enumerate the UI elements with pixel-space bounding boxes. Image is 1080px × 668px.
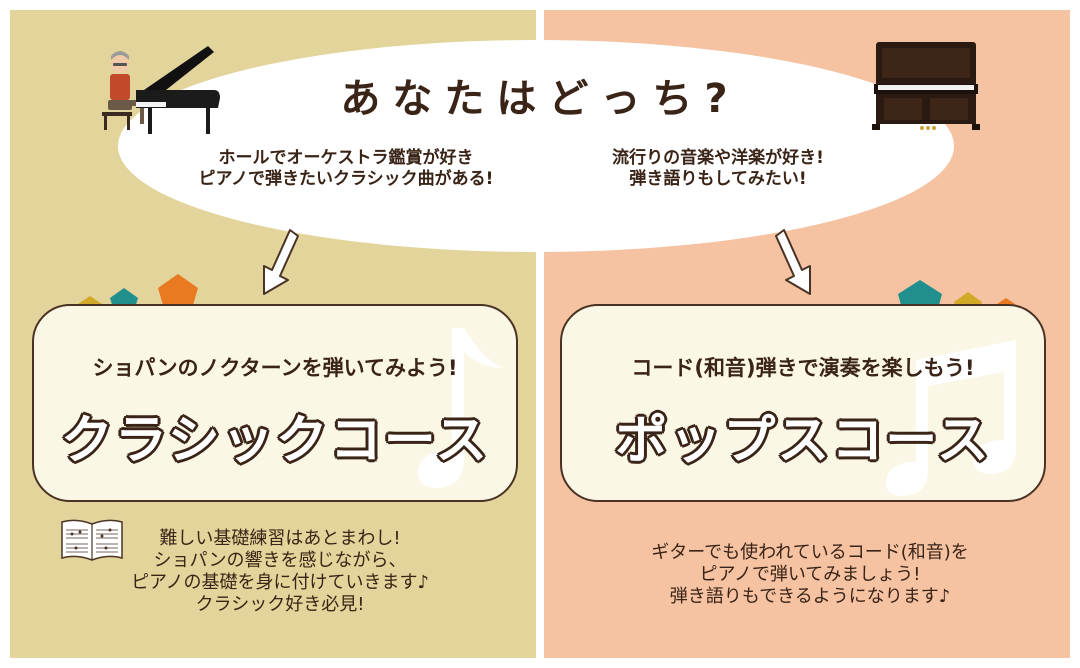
pops-headline: コード(和音)弾きで演奏を楽しもう!	[631, 356, 975, 380]
question-oval	[118, 40, 954, 252]
pops-description: ギターでも使われているコード(和音)を ピアノで弾いてみましょう! 弾き語りもで…	[590, 542, 1030, 608]
pops-course-title: ポップスコース	[615, 411, 991, 471]
classic-prompt-line: ホールでオーケストラ鑑賞が好き	[218, 148, 474, 168]
pops-course-card[interactable]: コード(和音)弾きで演奏を楽しもう! ポップスコース	[560, 304, 1046, 502]
page-title: あなたはどっち?	[340, 76, 740, 122]
classic-prompt-line: ピアノで弾きたいクラシック曲がある!	[198, 169, 494, 189]
pops-description-line: ギターでも使われているコード(和音)を	[651, 542, 969, 563]
classic-course-title: クラシックコース	[60, 411, 490, 471]
arrow-to-pops-icon	[775, 229, 811, 295]
pops-prompt: 流行りの音楽や洋楽が好き! 弾き語りもしてみたい!	[568, 148, 868, 190]
classic-course-card[interactable]: ショパンのノクターンを弾いてみよう! クラシックコース	[32, 304, 518, 502]
pops-prompt-line: 弾き語りもしてみたい!	[629, 169, 807, 189]
music-note-icon	[417, 328, 502, 488]
classic-description-line: 難しい基礎練習はあとまわし!	[159, 528, 401, 549]
classic-description: 難しい基礎練習はあとまわし! ショパンの響きを感じながら、 ピアノの基礎を身に付…	[80, 528, 480, 616]
pops-description-line: 弾き語りもできるようになります♪	[669, 586, 951, 607]
arrow-to-classic-icon	[263, 229, 299, 295]
classic-headline: ショパンのノクターンを弾いてみよう!	[92, 356, 458, 380]
music-note-icon	[885, 340, 1016, 496]
pops-prompt-line: 流行りの音楽や洋楽が好き!	[612, 148, 824, 168]
pops-description-line: ピアノで弾いてみましょう!	[699, 564, 921, 585]
classic-description-line: ショパンの響きを感じながら、	[153, 550, 407, 571]
grand-piano-player-icon	[102, 46, 220, 134]
sheet-music-icon	[61, 519, 123, 561]
classic-description-line: クラシック好き必見!	[195, 594, 365, 615]
upright-piano-icon	[872, 42, 980, 130]
classic-prompt: ホールでオーケストラ鑑賞が好き ピアノで弾きたいクラシック曲がある!	[176, 148, 516, 190]
classic-description-line: ピアノの基礎を身に付けていきます♪	[131, 572, 429, 593]
